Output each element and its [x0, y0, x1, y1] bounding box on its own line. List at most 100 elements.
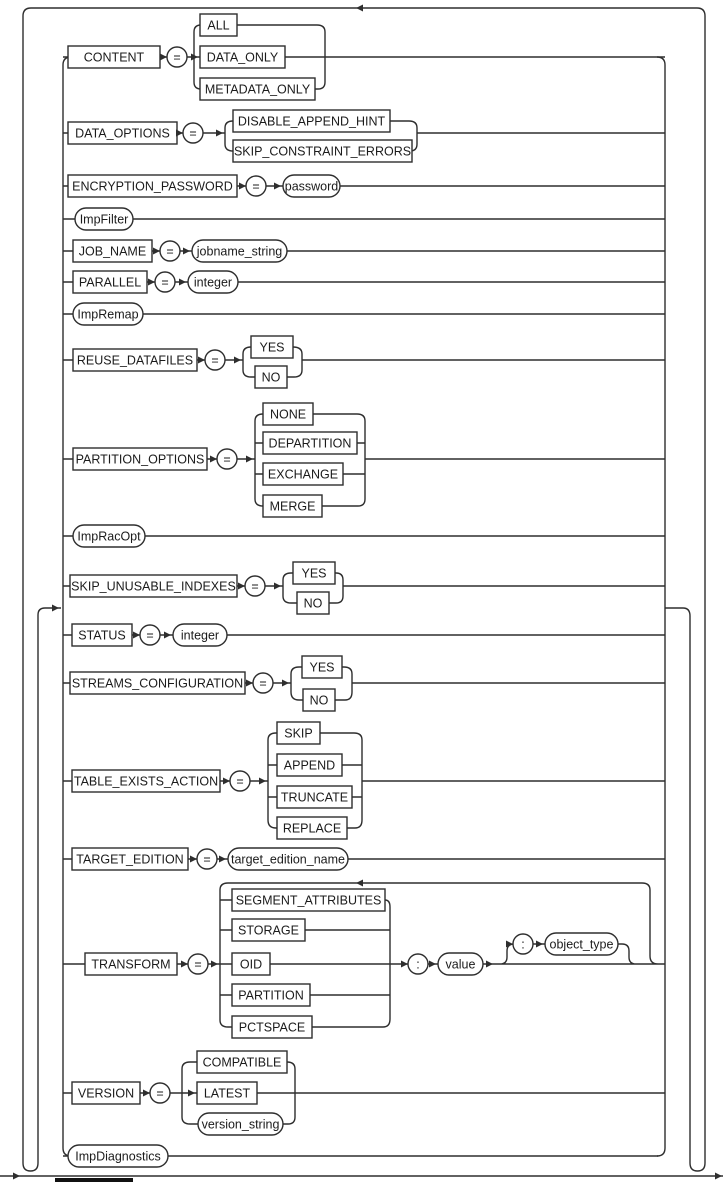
arrowhead-r — [219, 855, 226, 863]
keyword-box-streams-configuration-label: STREAMS_CONFIGURATION — [72, 676, 243, 690]
wire-branch-rail-left — [62, 56, 72, 1157]
variable-pill-target-edition-name-label: target_edition_name — [231, 852, 345, 866]
option-box-yes-label: YES — [309, 660, 334, 674]
variable-pill-object-type-label: object_type — [550, 937, 614, 951]
arrowhead-l — [356, 4, 363, 12]
option-box-no — [302, 688, 336, 712]
option-box-disable-append-hint — [232, 109, 391, 133]
wire-frame-top-and-side-rails — [22, 7, 706, 1163]
option-box-skip — [276, 721, 321, 745]
variable-pill-object-type — [544, 932, 619, 956]
subclause-pill-impracopt-label: ImpRacOpt — [77, 529, 141, 543]
option-box-departition-label: DEPARTITION — [269, 436, 352, 450]
equals-circle-label: = — [252, 179, 259, 193]
option-box-exchange-label: EXCHANGE — [268, 467, 338, 481]
option-box-merge — [262, 494, 323, 518]
window-edge-fragment — [55, 1178, 133, 1182]
subclause-pill-impdiagnostics-label: ImpDiagnostics — [75, 1149, 160, 1163]
keyword-box-parallel — [72, 270, 148, 294]
equals-circle-label: = — [251, 579, 258, 593]
arrowhead-r — [282, 679, 289, 687]
keyword-box-encryption-password — [67, 174, 238, 198]
keyword-box-transform-label: TRANSFORM — [91, 957, 170, 971]
equals-circle-label: = — [259, 676, 266, 690]
option-box-storage — [231, 918, 306, 942]
equals-circle-label: = — [194, 957, 201, 971]
keyword-box-streams-configuration — [69, 671, 246, 695]
keyword-box-target-edition — [71, 847, 189, 871]
arrowhead-r — [429, 960, 436, 968]
arrowhead-r — [179, 278, 186, 286]
variable-pill-password — [282, 174, 341, 198]
option-box-none — [262, 402, 314, 426]
variable-pill-integer — [172, 623, 228, 647]
option-box-truncate-label: TRUNCATE — [281, 790, 348, 804]
option-box-exchange — [262, 462, 344, 486]
option-box-all — [199, 13, 238, 37]
option-box-oid-label: OID — [240, 957, 262, 971]
arrowhead-r — [246, 679, 253, 687]
option-box-no-label: NO — [304, 596, 323, 610]
option-box-compatible-label: COMPATIBLE — [203, 1055, 282, 1069]
option-box-pctspace-label: PCTSPACE — [239, 1020, 305, 1034]
option-box-pctspace — [231, 1015, 313, 1039]
keyword-box-job-name-label: JOB_NAME — [79, 244, 146, 258]
wire-left-loop-u-turn-and-entry — [22, 607, 61, 1172]
variable-pill-jobname-string-label: jobname_string — [196, 244, 283, 258]
equals-circle-label: = — [161, 275, 168, 289]
arrowhead-r — [183, 247, 190, 255]
keyword-box-content-label: CONTENT — [84, 50, 145, 64]
option-box-yes-label: YES — [301, 566, 326, 580]
keyword-box-job-name — [72, 239, 153, 263]
option-box-replace-label: REPLACE — [283, 821, 341, 835]
subclause-pill-impfilter-label: ImpFilter — [80, 212, 129, 226]
equals-circle-label: = — [146, 628, 153, 642]
keyword-box-partition-options — [72, 447, 208, 471]
arrowhead-r — [234, 356, 241, 364]
arrowhead-r — [143, 1089, 150, 1097]
keyword-box-partition-options-label: PARTITION_OPTIONS — [76, 452, 205, 466]
arrowhead-r — [210, 455, 217, 463]
subclause-pill-impdiagnostics — [67, 1144, 169, 1168]
arrowhead-r — [164, 631, 171, 639]
option-box-yes — [301, 655, 343, 679]
arrowhead-r — [401, 960, 408, 968]
option-box-replace — [276, 816, 348, 840]
arrowhead-r — [223, 777, 230, 785]
option-box-truncate — [276, 785, 353, 809]
option-box-append — [276, 753, 343, 777]
keyword-box-status — [71, 623, 133, 647]
keyword-box-transform — [84, 952, 178, 976]
colon-circle-label: : — [416, 957, 419, 971]
arrowhead-r — [153, 247, 160, 255]
equals-circle-label: = — [223, 452, 230, 466]
variable-pill-value — [437, 952, 484, 976]
arrowhead-r — [181, 960, 188, 968]
option-box-no-label: NO — [262, 370, 281, 384]
option-box-append-label: APPEND — [284, 758, 335, 772]
variable-pill-integer-label: integer — [181, 628, 219, 642]
variable-pill-version-string-label: version_string — [202, 1117, 280, 1131]
arrowhead-r — [148, 278, 155, 286]
subclause-pill-impracopt — [72, 524, 146, 548]
option-box-segment-attributes-label: SEGMENT_ATTRIBUTES — [236, 893, 382, 907]
option-box-partition-label: PARTITION — [238, 988, 304, 1002]
option-box-skip-label: SKIP — [284, 726, 313, 740]
arrowhead-r — [259, 777, 266, 785]
keyword-box-parallel-label: PARALLEL — [79, 275, 141, 289]
variable-pill-integer — [187, 270, 239, 294]
keyword-box-version-label: VERSION — [78, 1086, 134, 1100]
keyword-box-version — [71, 1081, 141, 1105]
option-box-partition — [231, 983, 311, 1007]
keyword-box-reuse-datafiles — [72, 348, 198, 372]
option-box-all-label: ALL — [207, 18, 229, 32]
variable-pill-target-edition-name — [227, 847, 349, 871]
arrowhead-r — [188, 1089, 195, 1097]
option-box-yes-label: YES — [259, 340, 284, 354]
variable-pill-jobname-string — [191, 239, 288, 263]
equals-circle-label: = — [236, 774, 243, 788]
arrowhead-r — [238, 582, 245, 590]
arrowhead-r — [274, 182, 281, 190]
option-box-storage-label: STORAGE — [238, 923, 299, 937]
